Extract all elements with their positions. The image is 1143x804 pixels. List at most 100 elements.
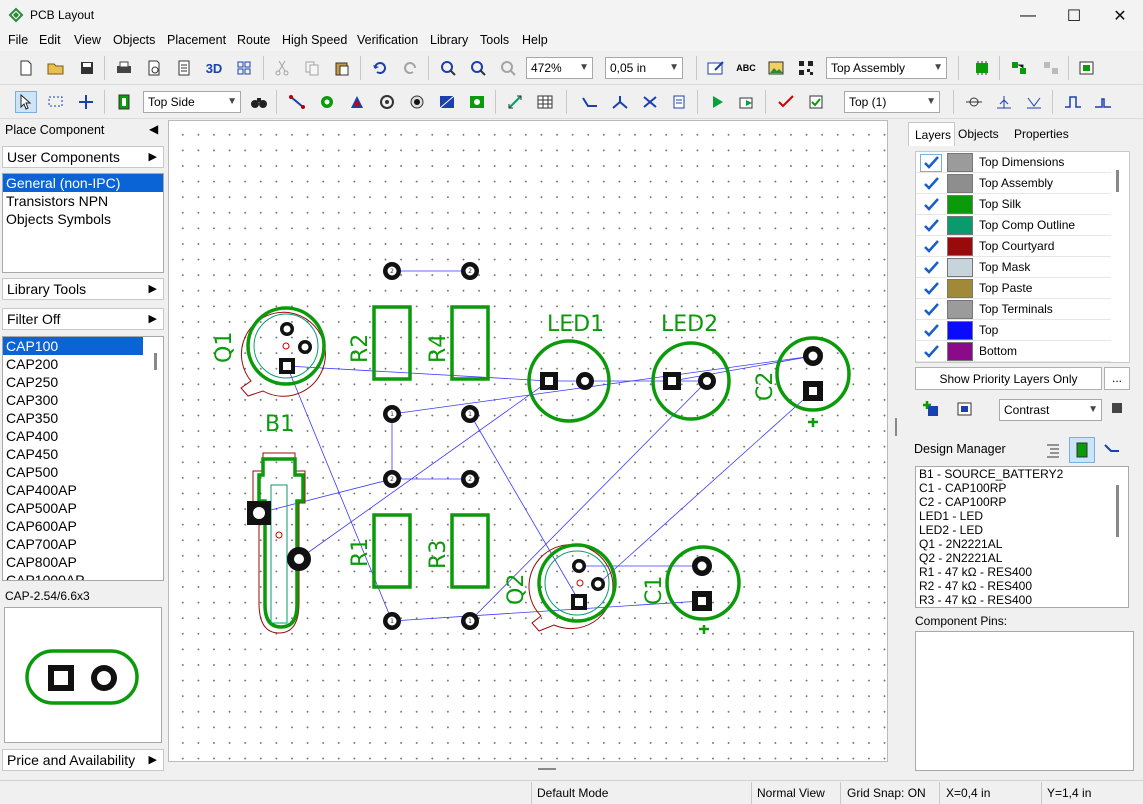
zoom-fit-icon[interactable] [497, 57, 519, 79]
run-autoroute-icon[interactable] [706, 91, 728, 113]
layer-color-swatch[interactable] [947, 321, 973, 340]
list-item[interactable]: C1 - CAP100RP [919, 481, 1007, 495]
menu-high-speed[interactable]: High Speed [282, 33, 348, 47]
check-icon[interactable] [920, 238, 942, 256]
drc-check-icon[interactable] [775, 91, 797, 113]
check-icon[interactable] [920, 259, 942, 277]
check-icon[interactable] [920, 196, 942, 214]
align-base-icon[interactable] [993, 91, 1015, 113]
settings-board-icon[interactable] [1076, 57, 1098, 79]
pcb-canvas[interactable]: 2 2 1 1 2 2 1 1 LED1 LED2 B1 Q1 R2 R4 R1… [168, 120, 888, 762]
check-icon[interactable] [920, 301, 942, 319]
drc-report-icon[interactable] [805, 91, 827, 113]
add-layer-icon[interactable] [922, 400, 940, 418]
zoom-combo[interactable]: 472%▼ [526, 57, 593, 79]
list-item[interactable]: R2 - 47 kΩ - RES400 [919, 579, 1033, 593]
category-item[interactable]: General (non-IPC) [3, 174, 163, 192]
properties-edit-icon[interactable] [705, 57, 727, 79]
pad-icon[interactable] [316, 91, 338, 113]
contrast-color-icon[interactable] [1112, 403, 1122, 413]
board-side-combo[interactable]: Top Side▼ [143, 91, 241, 113]
user-components-header[interactable]: User Components▶ [2, 146, 164, 168]
spell-check-icon[interactable]: ABC [736, 63, 756, 73]
image-icon[interactable] [765, 57, 787, 79]
show-priority-layers-button[interactable]: Show Priority Layers Only [915, 367, 1102, 390]
layer-row[interactable]: Top [916, 320, 1111, 341]
layer-color-swatch[interactable] [947, 216, 973, 235]
category-item[interactable]: Objects Symbols [6, 211, 112, 227]
autoroute-settings-icon[interactable] [736, 91, 758, 113]
cut-icon[interactable] [271, 57, 293, 79]
print-preview-icon[interactable] [143, 57, 165, 79]
hole-icon[interactable] [406, 91, 428, 113]
list-item[interactable]: CAP500AP [6, 500, 77, 516]
horizontal-splitter-handle[interactable] [538, 768, 556, 770]
menu-edit[interactable]: Edit [39, 33, 61, 47]
save-icon[interactable] [76, 57, 98, 79]
redo-icon[interactable] [399, 57, 421, 79]
layer-color-swatch[interactable] [947, 237, 973, 256]
list-item[interactable]: R3 - 47 kΩ - RES400 [919, 593, 1033, 607]
print-icon[interactable] [113, 57, 135, 79]
list-item[interactable]: CAP600AP [6, 518, 77, 534]
tab-layers[interactable]: Layers [908, 122, 955, 146]
library-tools-header[interactable]: Library Tools▶ [2, 278, 164, 300]
components-scrollbar[interactable] [1116, 485, 1119, 537]
binoculars-icon[interactable] [248, 91, 270, 113]
route-cross-icon[interactable] [639, 91, 661, 113]
zoom-out-icon[interactable] [467, 57, 489, 79]
route-trace-icon[interactable] [579, 91, 601, 113]
maximize-button[interactable]: ☐ [1066, 7, 1082, 25]
layer-row[interactable]: Bottom [916, 341, 1111, 362]
route-copy-icon[interactable] [669, 91, 691, 113]
paste-icon[interactable] [331, 57, 353, 79]
list-item[interactable]: LED1 - LED [919, 509, 984, 523]
layer-color-swatch[interactable] [947, 153, 973, 172]
panels-icon[interactable] [233, 57, 255, 79]
pulse-icon[interactable] [1062, 91, 1084, 113]
check-icon[interactable] [920, 217, 942, 235]
list-item[interactable]: CAP700AP [6, 536, 77, 552]
component-icon[interactable] [113, 91, 135, 113]
menu-file[interactable]: File [8, 33, 29, 47]
step-icon[interactable] [1092, 91, 1114, 113]
collapse-panel-icon[interactable]: ◀ [149, 122, 159, 136]
layer-row[interactable]: Top Courtyard [916, 236, 1111, 257]
fill-area-icon[interactable] [436, 91, 458, 113]
filter-header[interactable]: Filter Off▶ [2, 308, 164, 330]
menu-placement[interactable]: Placement [167, 33, 227, 47]
new-file-icon[interactable] [15, 57, 37, 79]
table-icon[interactable] [534, 91, 556, 113]
menu-tools[interactable]: Tools [480, 33, 510, 47]
tab-properties[interactable]: Properties [1014, 127, 1069, 141]
layer-row[interactable]: Top Dimensions [916, 152, 1111, 173]
board-image-icon[interactable] [466, 91, 488, 113]
route-fanout-icon[interactable] [609, 91, 631, 113]
layer-row[interactable]: Top Terminals [916, 299, 1111, 320]
list-item[interactable]: R1 - 47 kΩ - RES400 [919, 565, 1033, 579]
menu-help[interactable]: Help [522, 33, 548, 47]
netlist-disabled-icon[interactable] [1040, 57, 1062, 79]
list-item[interactable]: CAP500 [6, 464, 59, 480]
layer-row[interactable]: Top Paste [916, 278, 1111, 299]
menu-view[interactable]: View [74, 33, 101, 47]
copy-icon[interactable] [301, 57, 323, 79]
assembly-layer-combo[interactable]: Top Assembly▼ [826, 57, 947, 79]
parts-scrollbar[interactable] [154, 353, 157, 370]
layer-row[interactable]: Top Assembly [916, 173, 1111, 194]
crosshair-icon[interactable] [75, 91, 97, 113]
active-layer-combo[interactable]: Top (1)▼ [844, 91, 940, 113]
list-item[interactable]: CAP250 [6, 374, 59, 390]
select-area-icon[interactable] [45, 91, 67, 113]
check-icon[interactable] [920, 280, 942, 298]
open-folder-icon[interactable] [45, 57, 67, 79]
menu-library[interactable]: Library [430, 33, 469, 47]
minimize-button[interactable]: — [1020, 6, 1036, 24]
layer-row[interactable]: Top Mask [916, 257, 1111, 278]
layer-row[interactable]: Top Silk [916, 194, 1111, 215]
layer-row[interactable]: Top Comp Outline [916, 215, 1111, 236]
align-spread-icon[interactable] [1023, 91, 1045, 113]
list-item[interactable]: CAP1000AP [6, 572, 85, 581]
chip-green-icon[interactable] [971, 57, 993, 79]
view-3d-button[interactable]: 3D [205, 60, 223, 76]
